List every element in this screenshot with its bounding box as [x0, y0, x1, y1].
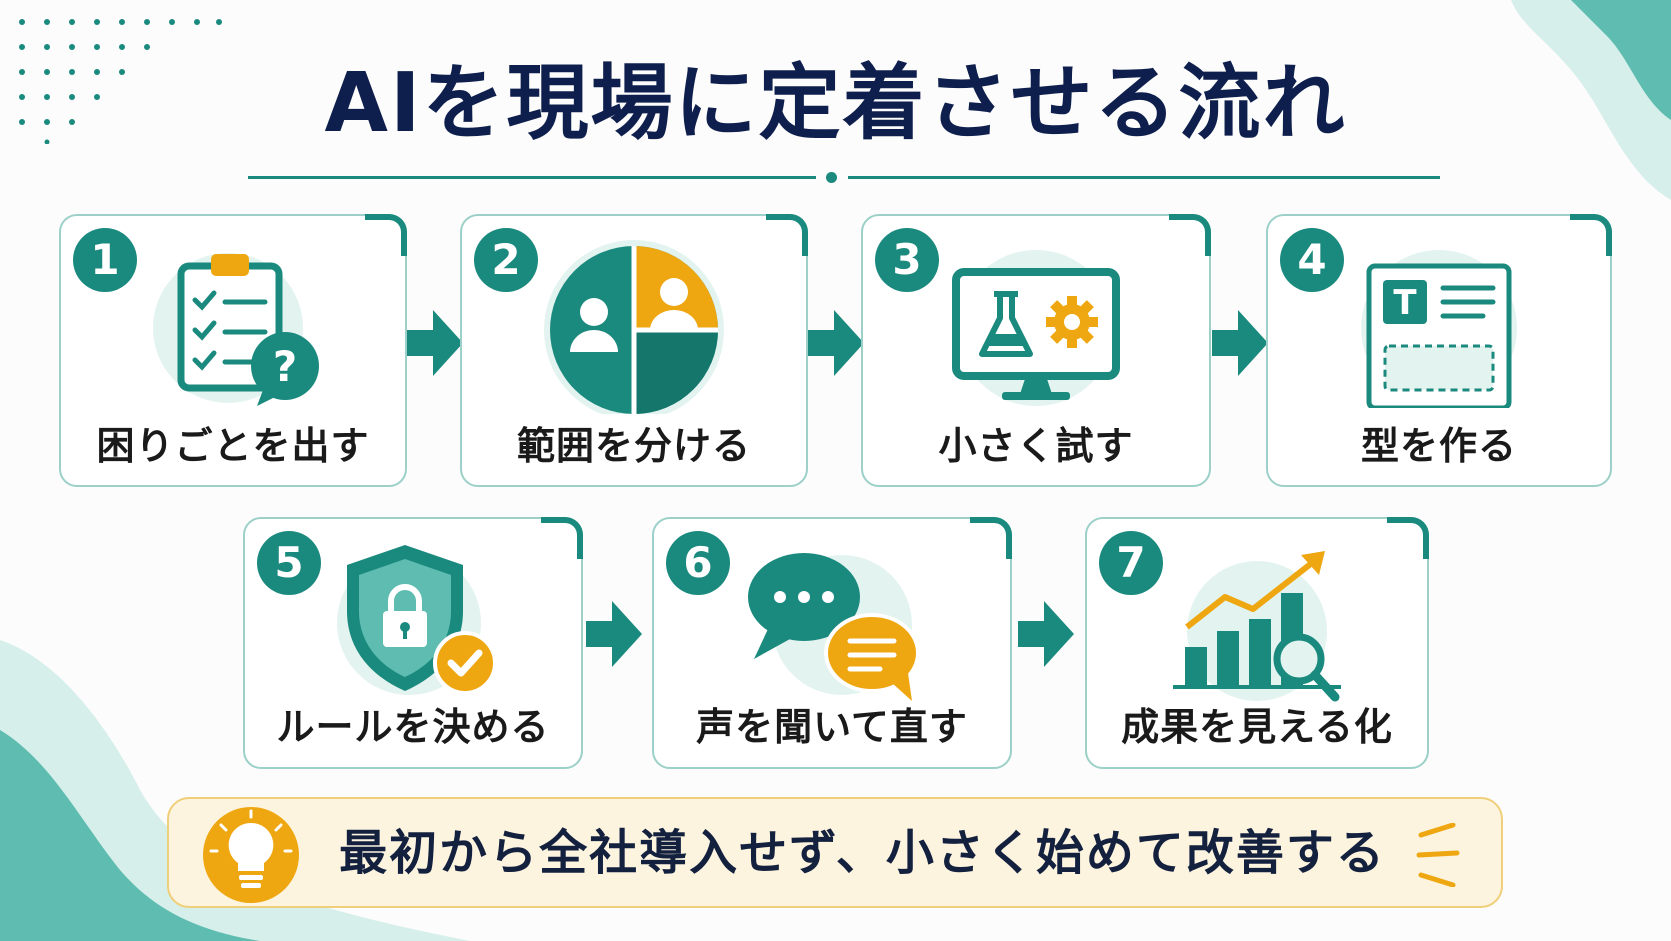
step-number-badge: 4	[1280, 228, 1344, 292]
card-corner-accent	[541, 517, 583, 559]
step-card-3: 3 小さく試す	[861, 214, 1211, 487]
card-corner-accent	[1387, 517, 1429, 559]
step-card-1: 1 ? 困りごとを出す	[59, 214, 407, 487]
step-card-4: 4 T 型を作る	[1266, 214, 1612, 487]
step-label: 成果を見える化	[1121, 705, 1393, 749]
emphasis-sparkle-icon	[1416, 823, 1460, 887]
step-number-badge: 1	[73, 228, 137, 292]
step-card-6: 6 声を聞いて直す	[652, 517, 1012, 769]
step-label: 型を作る	[1360, 424, 1517, 468]
step-label: 小さく試す	[938, 424, 1134, 468]
step-label: 困りごとを出す	[96, 424, 370, 468]
flow-arrow-right	[586, 601, 642, 667]
template-icon: T	[1361, 250, 1517, 408]
step-label: 範囲を分ける	[516, 424, 751, 468]
step-label: 声を聞いて直す	[696, 705, 968, 749]
takeaway-text: 最初から全社導入せず、小さく始めて改善する	[339, 825, 1386, 881]
step-number-badge: 5	[257, 531, 321, 595]
card-corner-accent	[766, 214, 808, 256]
shield-lock-check-icon	[337, 545, 497, 695]
lightbulb-icon	[203, 807, 299, 903]
flow-arrow-right	[808, 310, 864, 376]
monitor-flask-gear-icon	[952, 250, 1120, 406]
step-number-badge: 7	[1099, 531, 1163, 595]
speech-bubbles-icon	[748, 553, 920, 701]
card-corner-accent	[1169, 214, 1211, 256]
step-card-2: 2 範囲を分ける	[460, 214, 808, 487]
title-rule-dot	[826, 172, 837, 183]
svg-text:T: T	[1393, 283, 1417, 323]
flow-arrow-right	[407, 310, 463, 376]
pie-chart-people-icon	[544, 240, 724, 414]
title-rule-left	[248, 176, 816, 179]
dot-grid-decoration	[19, 19, 222, 144]
step-number-badge: 6	[666, 531, 730, 595]
card-corner-accent	[970, 517, 1012, 559]
flow-arrow-right	[1212, 310, 1268, 376]
step-card-5: 5 ルールを決める	[243, 517, 583, 769]
card-corner-accent	[365, 214, 407, 256]
title-rule-right	[848, 176, 1440, 179]
step-number-badge: 2	[474, 228, 538, 292]
page-title: AIを現場に定着させる流れ	[324, 56, 1347, 151]
flow-arrow-right	[1018, 601, 1074, 667]
card-corner-accent	[1570, 214, 1612, 256]
step-card-7: 7 成果を見える化	[1085, 517, 1429, 769]
step-label: ルールを決める	[276, 705, 550, 749]
clipboard-question-icon: ?	[153, 253, 319, 406]
growth-chart-magnifier-icon	[1173, 551, 1341, 702]
step-number-badge: 3	[875, 228, 939, 292]
takeaway-banner: 最初から全社導入せず、小さく始めて改善する	[167, 797, 1503, 908]
svg-text:?: ?	[273, 342, 297, 391]
